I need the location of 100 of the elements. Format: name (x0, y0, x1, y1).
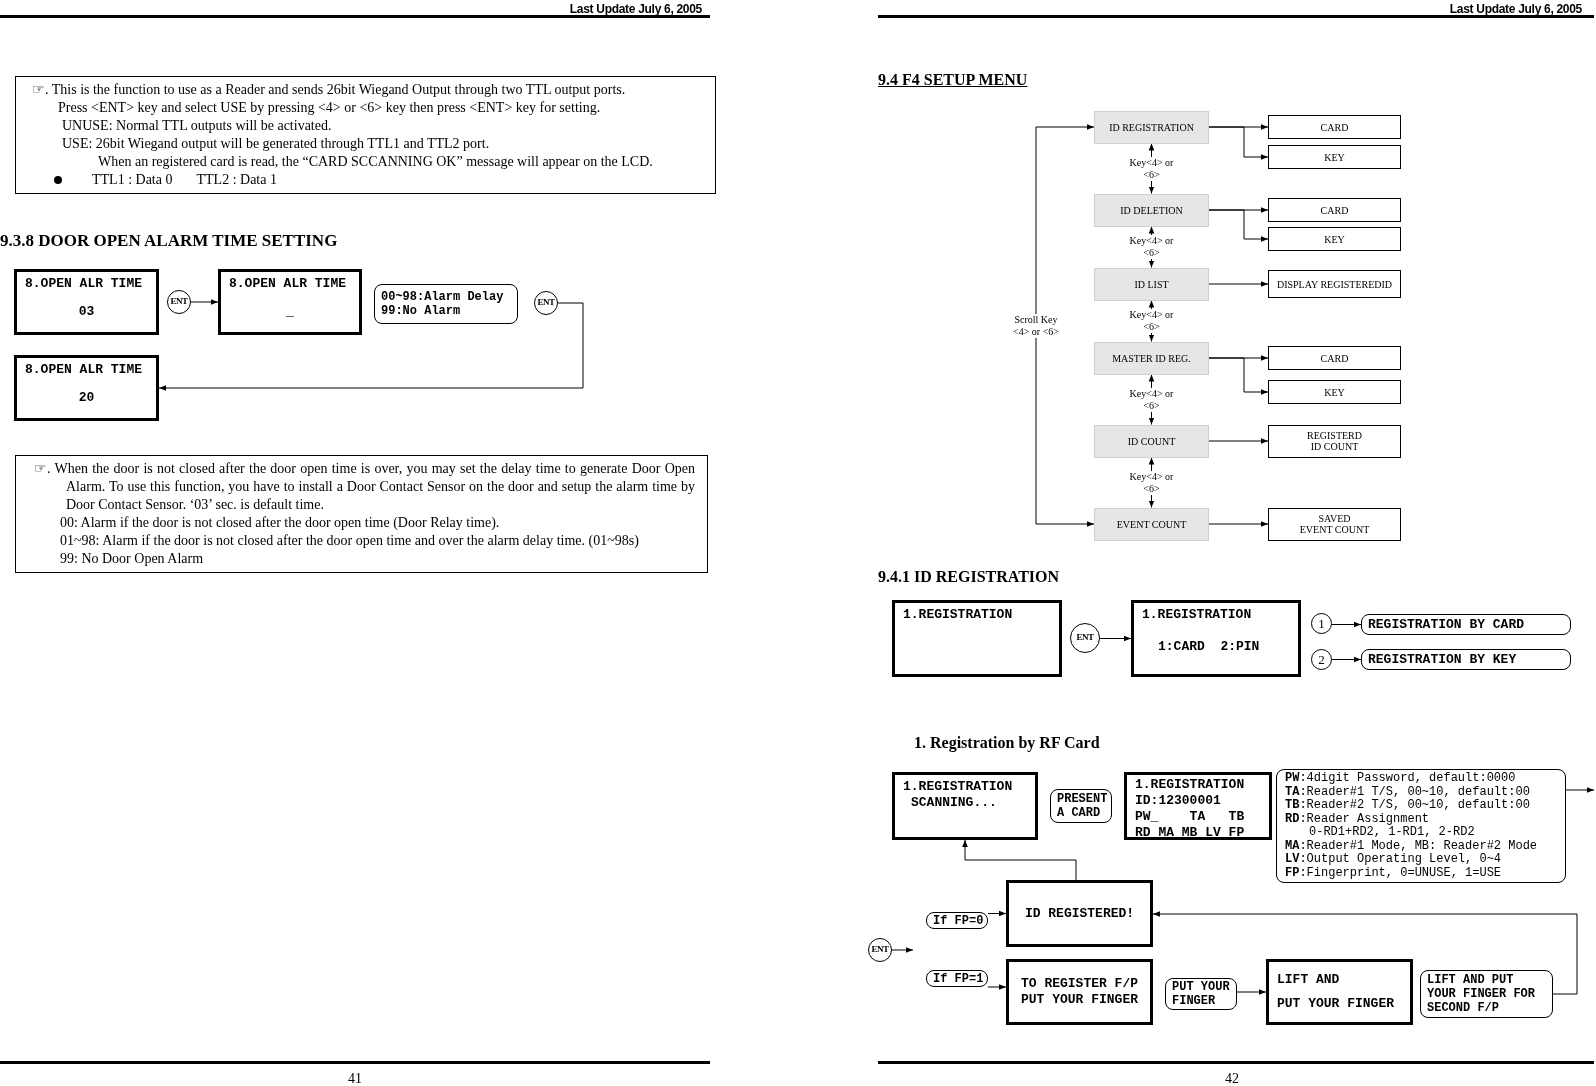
legend-text: MA:Reader#1 Mode, MB: Reader#2 Mode (1285, 839, 1539, 853)
legend-text: FP:Fingerprint, 0=UNUSE, 1=USE (1285, 866, 1503, 880)
option-text: KEY (1324, 386, 1345, 398)
section-heading: 9.4 F4 SETUP MENU (878, 70, 1028, 90)
menu-text: ID REGISTRATION (1109, 120, 1194, 135)
menu-box (1094, 507, 1209, 541)
lcd-screen (1124, 772, 1272, 840)
key-label: ENT (871, 943, 889, 957)
arrow (1331, 656, 1362, 663)
legend-text: PW:4digit Password, default:0000 (1285, 772, 1517, 786)
message-text: REGISTRATION BY KEY (1368, 652, 1518, 667)
message-text: If FP=0 (933, 913, 981, 928)
lcd-screen (14, 355, 159, 421)
lcd-text: PUT YOUR FINGER (1277, 996, 1396, 1012)
note-text: USE: 26bit Wiegand output will be generated through TTL1 and TTL2 port. (61, 135, 491, 153)
option-text: CARD (1320, 204, 1349, 216)
option-box (1268, 145, 1401, 169)
message-text: YOUR FINGER FOR (1427, 987, 1537, 1001)
note-text: TTL2 : Data 1 (196, 171, 277, 189)
option-box (1268, 380, 1401, 404)
note-text: When an registered card is read, the “CARD SCCANNING OK” message will appear on the LCD. (97, 153, 654, 171)
option-box (1268, 424, 1401, 458)
legend-box (1276, 769, 1566, 883)
message-text: REGISTRATION BY CARD (1368, 617, 1526, 632)
lcd-text: SCANNING... (910, 795, 998, 811)
legend-text: TA:Reader#1 T/S, 00~10, default:00 (1285, 785, 1531, 799)
lcd-text: PW_ TA TB (1135, 809, 1246, 825)
arrow (1208, 209, 1269, 242)
key-label: ENT (170, 295, 188, 309)
message-bubble (374, 284, 518, 324)
legend-text: TB:Reader#2 T/S, 00~10, default:00 (1285, 799, 1531, 813)
lcd-text: LIFT AND (1277, 972, 1341, 988)
menu-box (1094, 193, 1209, 227)
page-number: 42 (1224, 1070, 1240, 1086)
section-heading: 9.4.1 ID REGISTRATION (878, 567, 1060, 587)
arrow (1099, 635, 1132, 642)
option-text: CARD (1320, 352, 1349, 364)
message-text: PUT YOUR (1172, 980, 1230, 994)
enter-key (534, 291, 558, 315)
arrow (1565, 787, 1595, 793)
option-box (1268, 198, 1401, 222)
note-box (15, 455, 708, 573)
message-bubble (1361, 649, 1571, 670)
menu-text: ID COUNT (1127, 434, 1176, 449)
arrow (1208, 126, 1269, 160)
lcd-text: 8.OPEN ALR TIME (25, 362, 144, 378)
enter-key (1070, 623, 1100, 653)
arrow (190, 299, 219, 305)
lcd-text: 20 (77, 390, 96, 406)
message-bubble (926, 912, 988, 929)
menu-box (1094, 267, 1209, 301)
lcd-screen (1006, 880, 1153, 947)
note-text: 00: Alarm if the door is not closed after the door open time (Door Relay time). (59, 514, 501, 532)
step-number (1311, 613, 1332, 634)
number-text: 1 (1318, 614, 1325, 633)
enter-key (868, 938, 892, 962)
arrow (1331, 621, 1362, 628)
note-text: 01~98: Alarm if the door is not closed after the door open time and over the alarm delay time. (01~98s) (59, 532, 640, 550)
lcd-text: 1.REGISTRATION (903, 779, 1014, 795)
arrow (158, 302, 584, 391)
section-heading: 1. Registration by RF Card (914, 733, 1100, 754)
lcd-text: ID:12300001 (1135, 793, 1222, 809)
lcd-text: 1.REGISTRATION (1135, 777, 1246, 793)
menu-text: ID LIST (1134, 277, 1169, 292)
legend-text: RD:Reader Assignment (1285, 812, 1431, 826)
arrow (1236, 989, 1267, 995)
option-box (1268, 270, 1401, 298)
option-text: SAVED (1318, 513, 1351, 524)
enter-key (167, 290, 191, 314)
option-text: DISPLAY REGISTEREDID (1276, 278, 1393, 290)
arrow (962, 839, 1077, 881)
legend-text: LV:Output Operating Level, 0~4 (1285, 853, 1503, 867)
note-text: TTL1 : Data 0 (92, 171, 173, 189)
lcd-text: 1.REGISTRATION (1142, 607, 1253, 623)
menu-box (1094, 341, 1209, 375)
message-text: If FP=1 (933, 971, 981, 986)
lcd-text: RD MA MB LV FP (1135, 825, 1246, 841)
message-bubble (1420, 970, 1553, 1018)
arrow (1208, 281, 1269, 287)
message-text: PRESENT (1057, 792, 1105, 806)
number-text: 2 (1318, 650, 1325, 669)
lcd-text: 03 (77, 304, 96, 320)
arrow (891, 947, 914, 953)
arrow (1208, 521, 1269, 527)
message-text: LIFT AND PUT (1427, 973, 1515, 987)
arrow (1035, 124, 1095, 527)
menu-text: ID DELETION (1120, 203, 1183, 218)
message-text: 00~98:Alarm Delay (381, 290, 505, 304)
note-text: UNUSE: Normal TTL outputs will be activated. (61, 117, 333, 135)
lcd-text: 8.OPEN ALR TIME (229, 276, 348, 292)
key-label: ENT (537, 296, 555, 310)
option-box (1268, 115, 1401, 139)
option-text: CARD (1320, 121, 1349, 133)
menu-box (1094, 424, 1209, 458)
arrow (1208, 438, 1269, 444)
lcd-screen (14, 269, 159, 335)
note-text: ☞. When the door is not closed after the door open time is over, you may set the delay time to generate Door Open Alarm. To use this function, you have to install a Door Contact Sensor on the door and setup the alarm time by Door Contact Sensor. ‘03’ sec. is default time. (33, 460, 695, 514)
message-text: FINGER (1172, 994, 1217, 1008)
lcd-text: _ (285, 304, 295, 320)
menu-box (1094, 110, 1209, 144)
